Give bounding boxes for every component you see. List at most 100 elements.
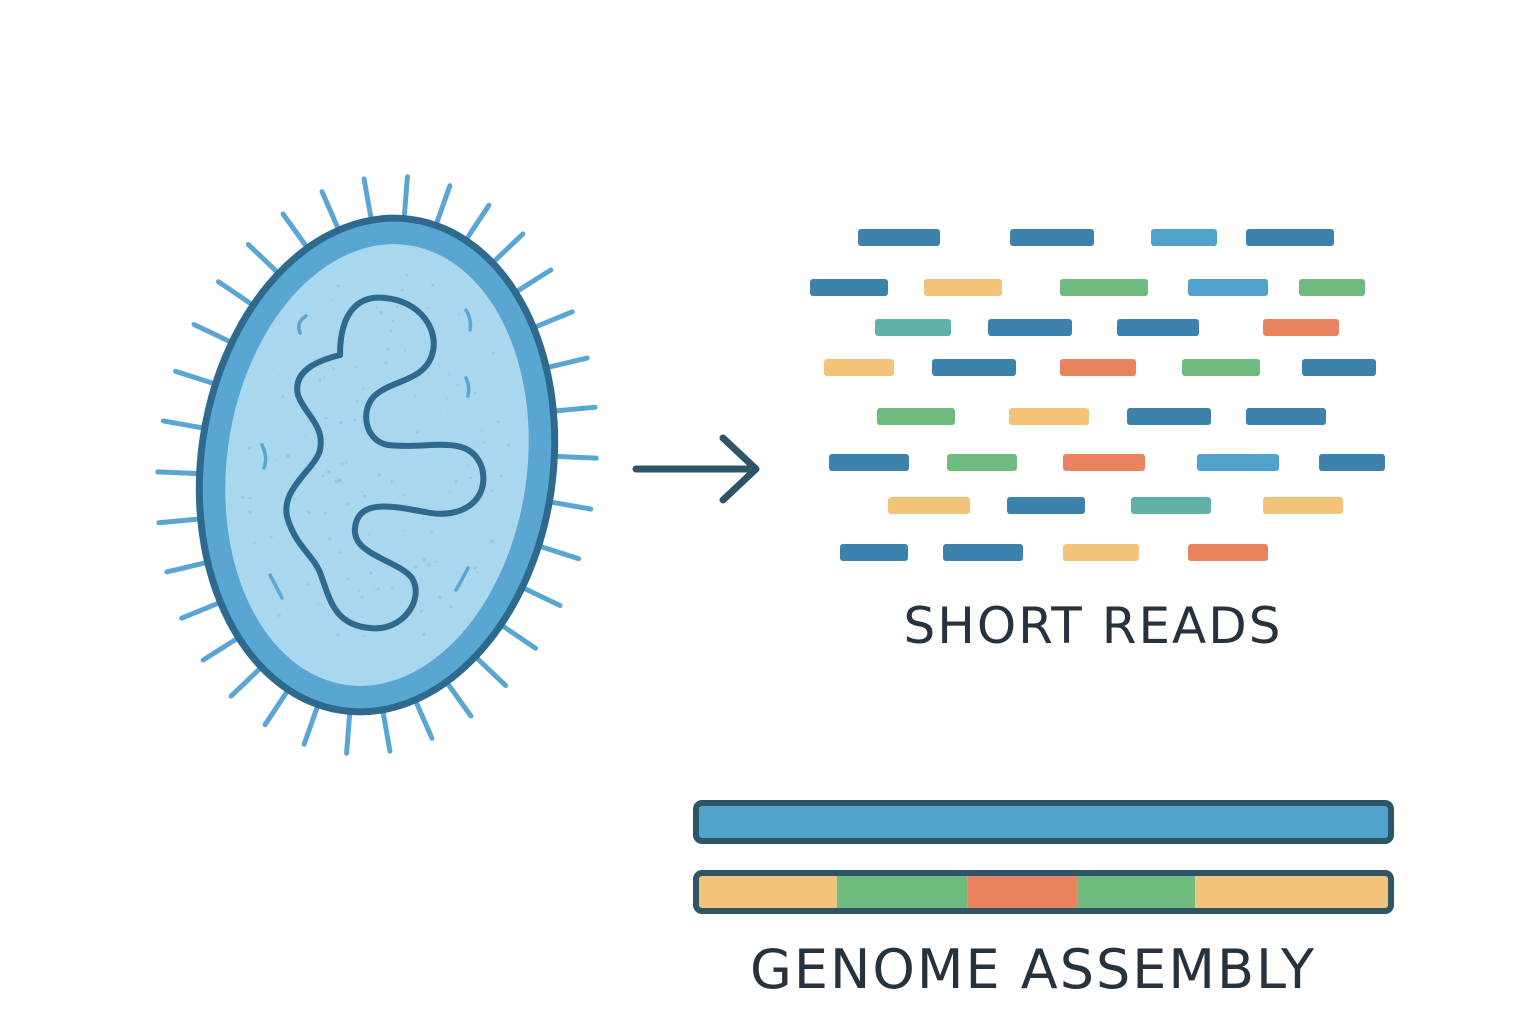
cytoplasm-speckle	[345, 461, 348, 464]
cytoplasm-speckle	[468, 476, 472, 480]
cytoplasm-speckle	[336, 632, 340, 637]
cytoplasm-speckle	[363, 494, 367, 498]
cytoplasm-speckle	[338, 478, 342, 483]
pilus	[179, 601, 220, 621]
cytoplasm-speckle	[339, 551, 342, 554]
bacterium	[155, 174, 599, 756]
short-read	[1263, 319, 1339, 336]
cytoplasm-speckle	[375, 306, 378, 309]
cytoplasm-speckle	[293, 497, 296, 501]
cytoplasm-speckle	[389, 329, 393, 333]
short-read	[1117, 319, 1199, 336]
cytoplasm-speckle	[458, 313, 460, 316]
short-read	[1131, 497, 1211, 514]
cytoplasm-speckle	[357, 589, 361, 592]
cytoplasm-speckle	[448, 373, 451, 375]
pilus	[401, 174, 410, 218]
cytoplasm-speckle	[437, 595, 442, 600]
short-read	[1007, 497, 1085, 514]
short-read	[810, 279, 888, 296]
pilus	[446, 682, 474, 719]
pilus	[156, 516, 200, 526]
pilus	[319, 189, 340, 229]
cytoplasm-speckle	[427, 562, 431, 567]
cytoplasm-speckle	[454, 480, 458, 483]
cytoplasm-speckle	[448, 491, 451, 494]
cytoplasm-speckle	[318, 378, 322, 382]
cytoplasm-speckle	[435, 560, 438, 563]
cytoplasm-speckle	[331, 298, 334, 301]
cytoplasm-speckle	[391, 586, 395, 590]
cytoplasm-speckle	[482, 441, 485, 444]
pili	[155, 174, 599, 756]
cytoplasm-speckle	[323, 376, 326, 379]
cytoplasm-speckle	[360, 595, 364, 599]
cytoplasm-speckle	[457, 383, 460, 386]
pilus	[191, 321, 231, 344]
cytoplasm-speckle	[405, 273, 409, 277]
assembly-segment	[699, 876, 837, 908]
pilus	[155, 469, 199, 477]
pilus	[301, 705, 320, 747]
cytoplasm-speckle	[306, 583, 310, 587]
cytoplasm-speckle	[473, 566, 477, 570]
short-read	[1010, 229, 1094, 246]
short-read	[858, 229, 940, 246]
cytoplasm-speckle	[402, 494, 405, 496]
pilus	[434, 183, 453, 225]
cytoplasm-speckle	[346, 577, 349, 581]
cytoplasm-speckle	[400, 288, 404, 292]
short-read	[1182, 359, 1260, 376]
short-reads	[810, 229, 1385, 561]
cytoplasm-speckle	[247, 446, 252, 451]
pilus	[516, 267, 554, 293]
cytoplasm-speckle	[499, 474, 503, 478]
short-read	[1188, 544, 1268, 561]
pilus	[534, 309, 575, 329]
assembly-contig-outline	[693, 870, 1394, 914]
cytoplasm-speckle	[361, 387, 364, 390]
assembly-segment	[1195, 876, 1388, 908]
pilus	[523, 586, 563, 609]
pilus	[172, 368, 215, 386]
cytoplasm-speckle	[474, 391, 477, 395]
cytoplasm-speckle	[492, 351, 495, 355]
short-read	[824, 359, 894, 376]
pilus	[200, 637, 238, 663]
cytoplasm-speckle	[390, 480, 394, 483]
short-read	[943, 544, 1023, 561]
cytoplasm-speckle	[272, 367, 274, 369]
cytoplasm-speckle	[326, 470, 331, 474]
cytoplasm-speckle	[361, 635, 364, 638]
cytoplasm-speckle	[341, 462, 344, 466]
cytoplasm-speckle	[416, 431, 419, 434]
cytoplasm-speckle	[373, 588, 375, 590]
cytoplasm-speckle	[496, 420, 500, 424]
cytoplasm-speckle	[412, 396, 415, 399]
short-read	[1127, 408, 1211, 425]
cytoplasm-speckle	[377, 473, 382, 477]
cytoplasm-speckle	[466, 464, 469, 467]
pilus	[547, 355, 590, 370]
cytoplasm-speckle	[286, 454, 290, 458]
pilus	[245, 241, 279, 274]
short-read	[1060, 279, 1148, 296]
pilus	[361, 176, 374, 219]
cytoplasm-speckle	[364, 634, 367, 638]
pilus	[228, 667, 262, 699]
cytoplasm-speckle	[449, 605, 453, 609]
assembly-contig-bar	[699, 876, 1388, 908]
short-read	[1063, 454, 1145, 471]
cytoplasm-speckle	[248, 510, 252, 515]
pilus	[475, 656, 509, 689]
cytoplasm-speckle	[334, 479, 339, 484]
short-read	[877, 408, 955, 425]
assembly-segment	[1077, 876, 1195, 908]
assembly-segment	[967, 876, 1078, 908]
cytoplasm-speckle	[419, 609, 423, 613]
cytoplasm-speckle	[248, 496, 252, 500]
pilus	[501, 624, 539, 651]
cytoplasm-speckle	[475, 571, 479, 574]
short-read	[1246, 229, 1334, 246]
pilus	[164, 560, 207, 575]
